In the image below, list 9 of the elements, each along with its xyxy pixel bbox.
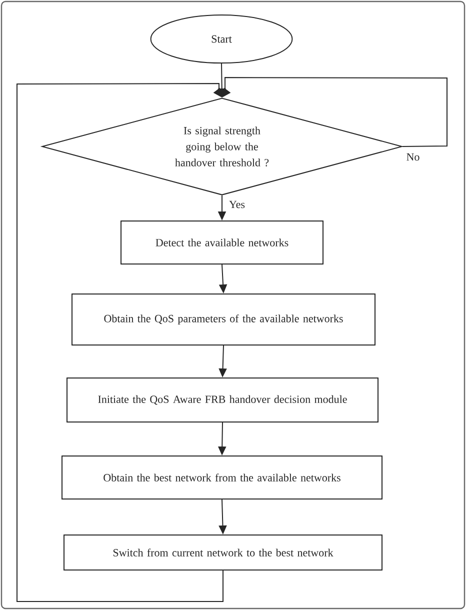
arrow [222,77,448,147]
process-box: Switch from current network to the best network [64,534,382,570]
process-box: Initiate the QoS Aware FRB handover decision module [66,378,378,422]
edge-label: Yes [228,200,246,210]
edge-label: No [405,152,421,162]
process-box: Detect the available networks [120,220,324,264]
process-box: Obtain the QoS parameters of the available networks [72,294,376,346]
process-box: Obtain the best network from the available networks [62,456,382,500]
arrow [16,83,224,602]
